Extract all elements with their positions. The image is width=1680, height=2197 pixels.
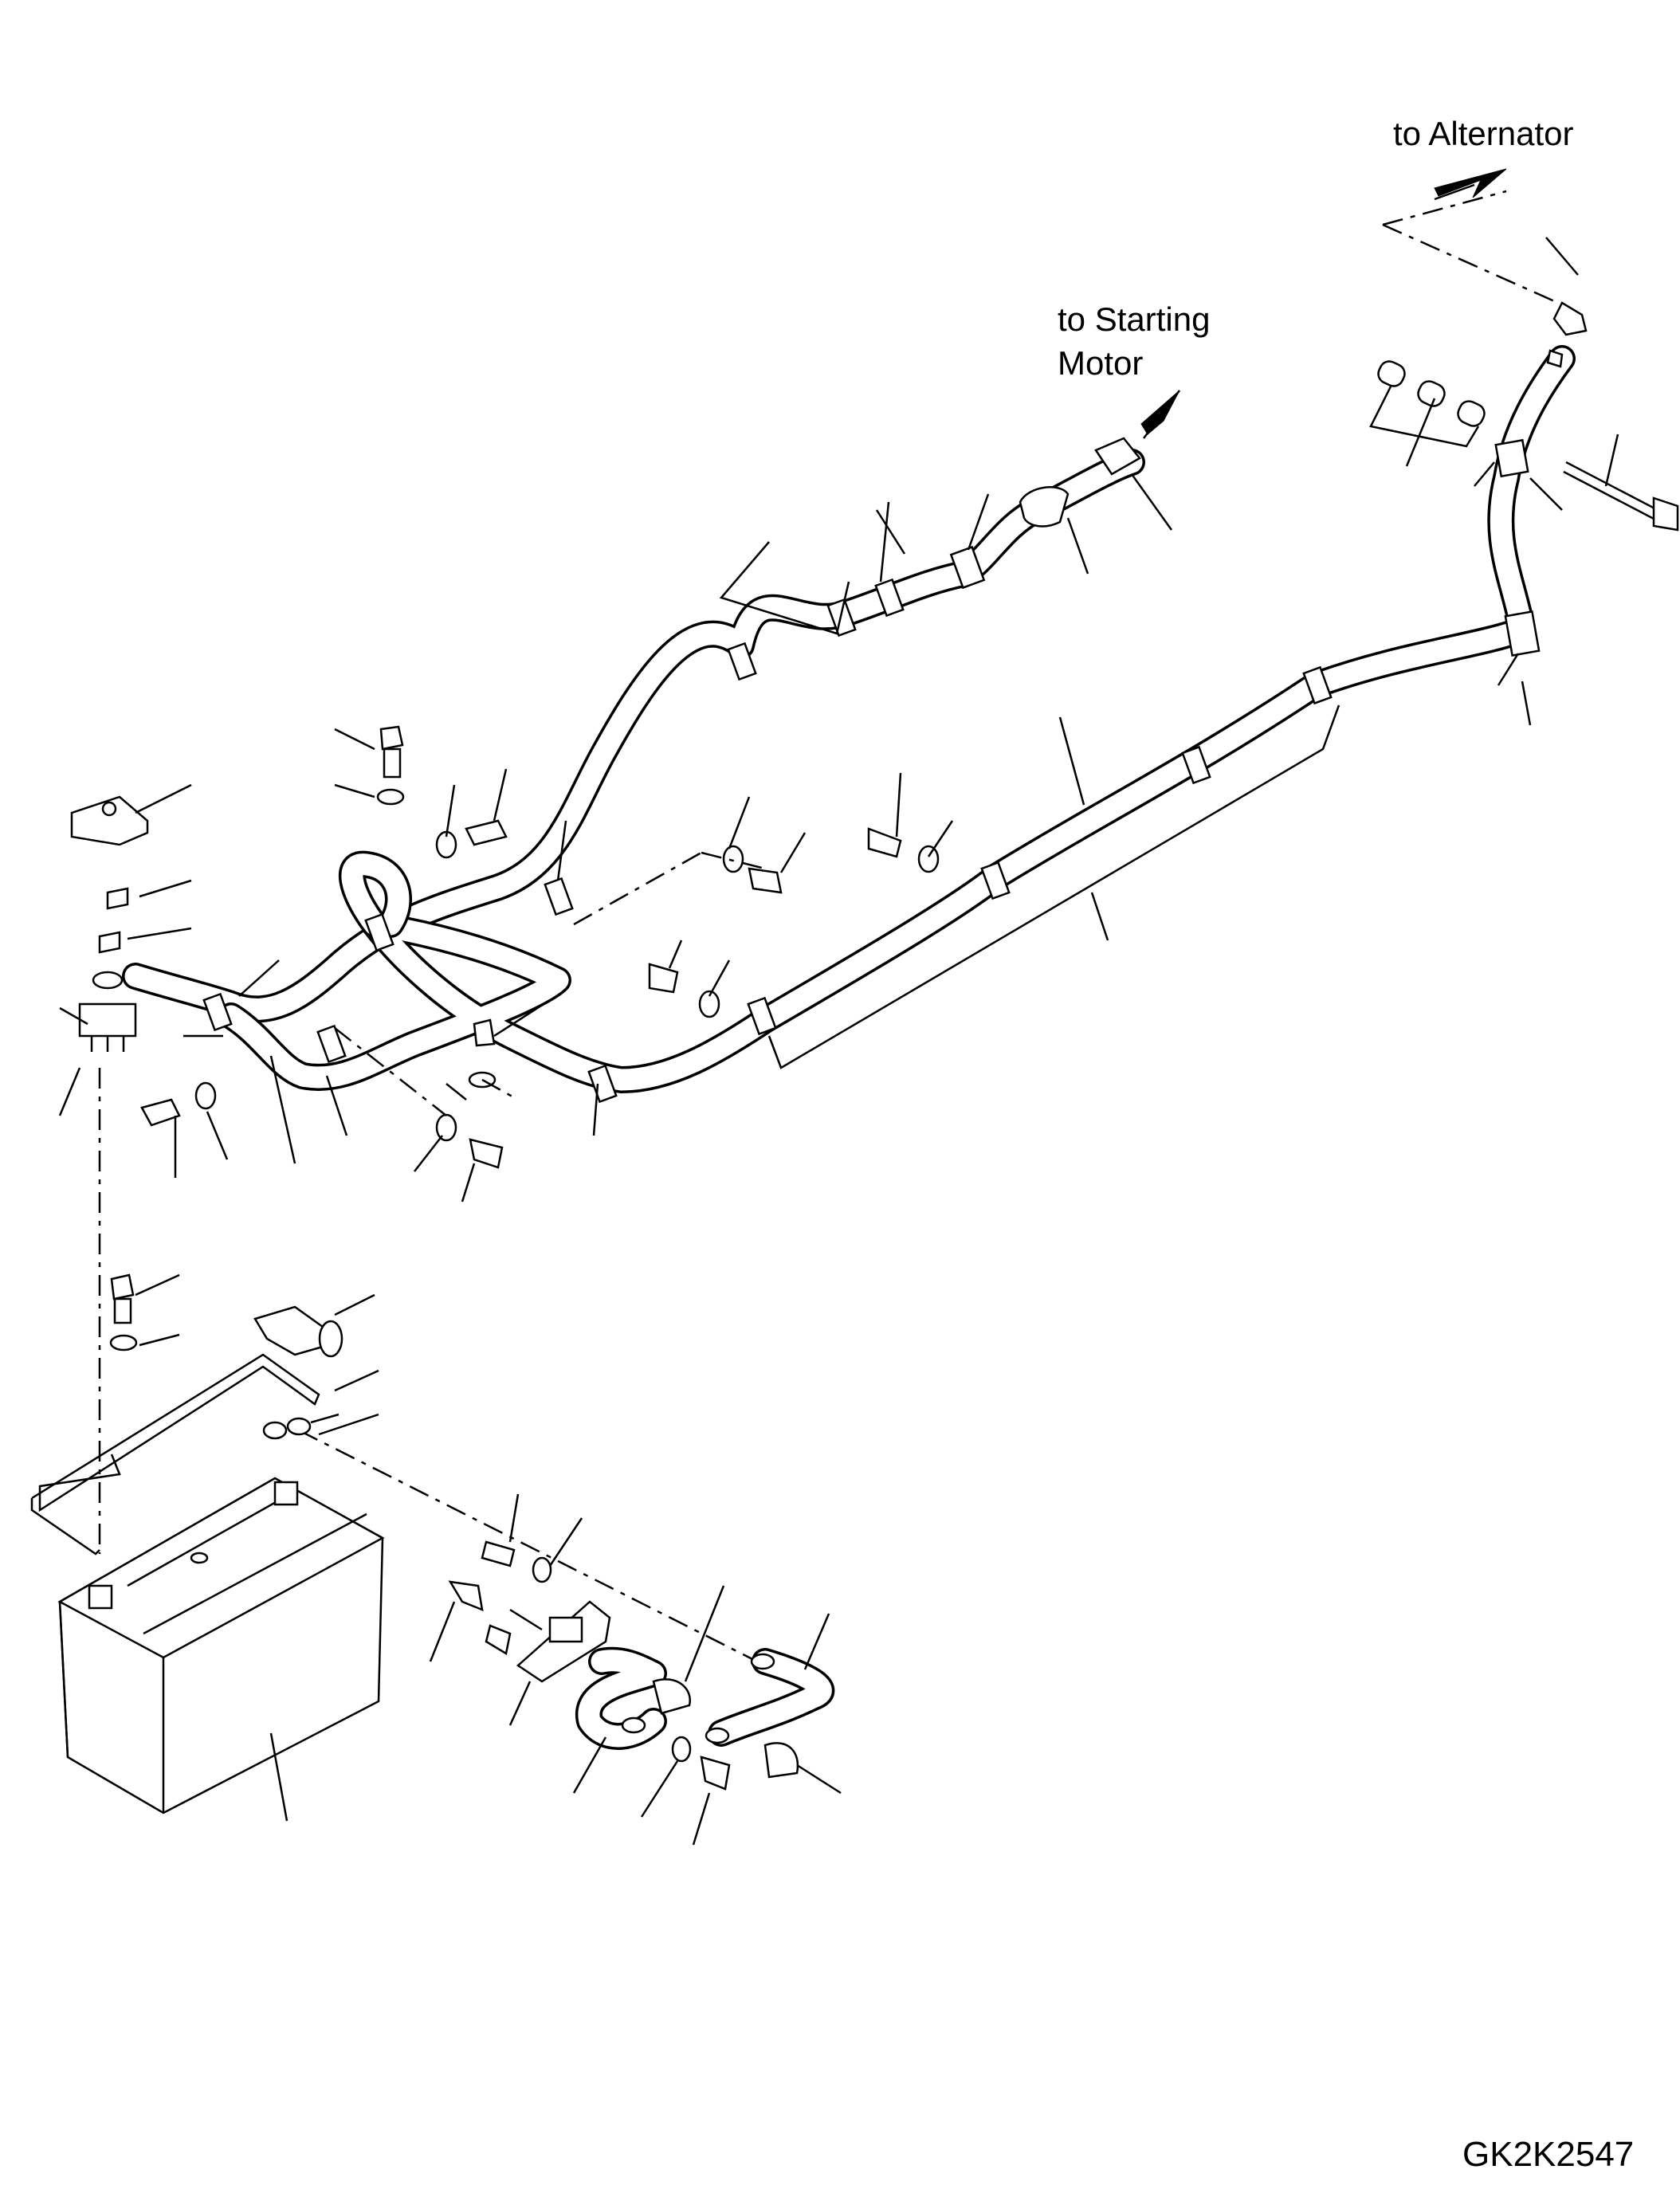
long-bolt <box>1563 461 1679 532</box>
battery-relay <box>448 1540 611 1683</box>
alternator-arrow <box>1382 168 1559 304</box>
starter-terminal-boot <box>1019 437 1141 528</box>
long-lower-cable-harness <box>218 345 1576 1093</box>
cable-clamps <box>202 438 1541 1104</box>
loop-cable <box>338 850 412 938</box>
starting-motor-arrow <box>1140 390 1180 439</box>
upper-cable-harness <box>122 449 1145 1023</box>
battery-clamp-terminal <box>262 1413 340 1440</box>
drawing-code: GK2K2547 <box>1462 2135 1634 2174</box>
battery-hold-down-bracket <box>30 1353 320 1556</box>
spacer-set <box>1369 360 1486 467</box>
to-alternator-label: to Alternator <box>1393 115 1573 152</box>
to-starting-motor-label-line2: Motor <box>1058 344 1143 382</box>
dashed-reference-lines <box>98 851 766 1667</box>
battery-terminal-cover <box>70 795 149 846</box>
battery-cable <box>705 1648 834 1747</box>
battery <box>57 1477 385 1822</box>
battery-terminal-cap <box>253 1305 343 1358</box>
bolts-and-washers <box>109 725 940 1352</box>
alternator-terminal-boot <box>1546 301 1588 368</box>
relay-leader-lines <box>429 1493 842 1846</box>
relay-cable <box>575 1646 667 1750</box>
terminal-stack <box>78 887 137 1052</box>
relay-terminal-boots <box>621 1678 799 1791</box>
leader-lines <box>58 237 1619 1436</box>
to-starting-motor-label-line1: to Starting <box>1058 300 1210 338</box>
